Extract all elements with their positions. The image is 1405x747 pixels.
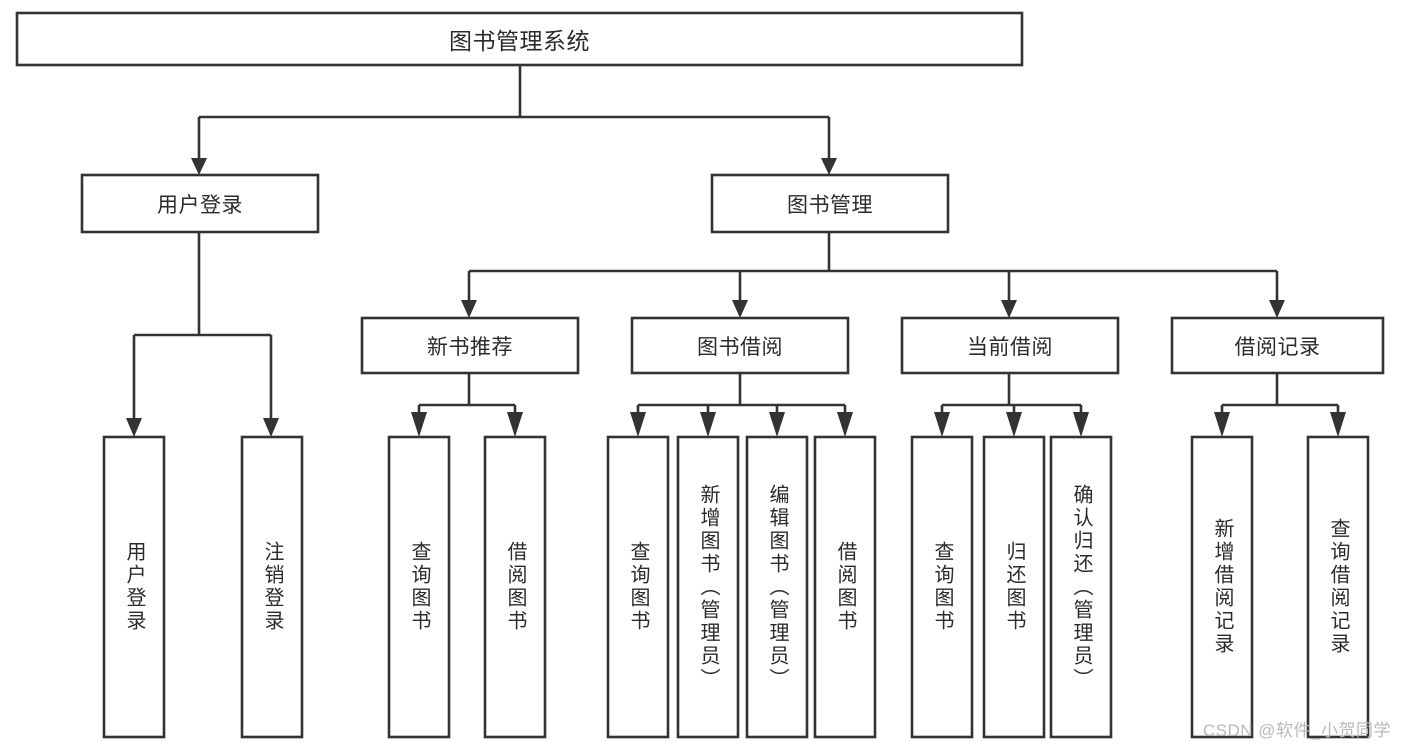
leaf-box-user-login-0[interactable] — [102, 435, 166, 739]
node-box-book-management[interactable] — [710, 173, 950, 234]
leaf-box-user-login-1[interactable] — [240, 435, 304, 739]
arrow-head-new-book-leaf-1 — [507, 412, 523, 437]
leaf-box-book-borrow-1[interactable] — [676, 435, 740, 739]
leaf-box-borrow-record-0[interactable] — [1190, 435, 1254, 739]
arrow-head-user-login-leaf-1 — [263, 418, 279, 437]
arrow-head-book-borrow-leaf-1 — [700, 412, 716, 437]
arrow-head-book-management — [821, 158, 837, 175]
leaf-box-borrow-record-1[interactable] — [1306, 435, 1370, 739]
arrow-head-new-book-leaf-0 — [411, 412, 427, 437]
node-box-current-borrow[interactable] — [900, 316, 1120, 375]
node-box-root[interactable] — [15, 11, 1024, 67]
arrow-head-current-borrow-leaf-0 — [934, 412, 950, 437]
arrow-head-book-borrow — [732, 300, 748, 318]
arrow-head-borrow-record — [1269, 300, 1285, 318]
leaf-box-book-borrow-3[interactable] — [813, 435, 877, 739]
arrow-head-current-borrow-leaf-1 — [1006, 412, 1022, 437]
arrow-head-current-borrow-leaf-2 — [1073, 412, 1089, 437]
arrow-head-current-borrow — [1001, 300, 1017, 318]
node-box-borrow-record[interactable] — [1170, 316, 1385, 375]
leaf-box-book-borrow-0[interactable] — [606, 435, 670, 739]
arrow-head-user-login-leaf-0 — [126, 418, 142, 437]
arrow-head-book-borrow-leaf-2 — [769, 412, 785, 437]
leaf-box-current-borrow-2[interactable] — [1049, 435, 1113, 739]
node-box-new-book-recommend[interactable] — [360, 316, 580, 375]
arrow-head-user-login — [191, 158, 207, 175]
arrow-head-borrow-record-leaf-0 — [1214, 412, 1230, 437]
leaf-box-current-borrow-0[interactable] — [910, 435, 974, 739]
node-box-user-login[interactable] — [80, 173, 320, 234]
node-box-book-borrow[interactable] — [630, 316, 850, 375]
leaf-box-book-borrow-2[interactable] — [745, 435, 809, 739]
arrow-head-new-book-recommend — [461, 300, 477, 318]
arrow-head-book-borrow-leaf-3 — [837, 412, 853, 437]
arrow-head-book-borrow-leaf-0 — [630, 412, 646, 437]
leaf-box-new-book-1[interactable] — [483, 435, 547, 739]
leaf-box-current-borrow-1[interactable] — [982, 435, 1046, 739]
arrow-head-borrow-record-leaf-1 — [1330, 412, 1346, 437]
leaf-box-new-book-0[interactable] — [387, 435, 451, 739]
